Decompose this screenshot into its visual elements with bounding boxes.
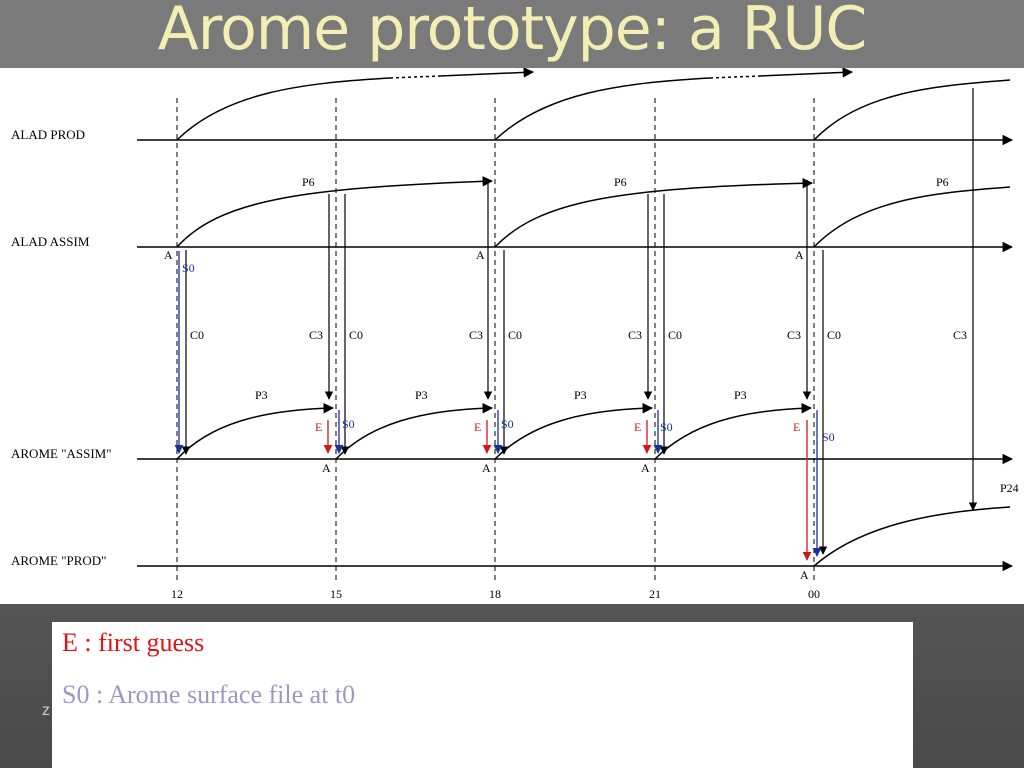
label-a-alad-12: A — [164, 248, 173, 262]
time-label-18: 18 — [489, 587, 501, 601]
alad-prod-forecast-18-dots — [709, 75, 761, 79]
label-p6-18: P6 — [614, 175, 627, 189]
footer-text-fragment: z — [42, 702, 50, 719]
alad-prod-forecast-12 — [176, 77, 391, 141]
alad-prod-forecast-12-dots — [389, 75, 441, 79]
label-s0-18: S0 — [501, 417, 514, 431]
label-c3-p24: C3 — [953, 328, 967, 342]
arome-assim-cycle-12 — [176, 403, 335, 460]
label-p24: P24 — [1000, 481, 1019, 495]
arome-assim-cycle-15 — [335, 403, 494, 460]
label-p3-18: P3 — [574, 388, 587, 402]
arome-prod-forecast-00 — [813, 506, 1011, 567]
label-c0-21: C0 — [668, 328, 682, 342]
arome-assim-cycle-21 — [654, 403, 813, 460]
label-a-arome-15: A — [322, 461, 331, 475]
diagram-canvas: ALAD PROD ALAD ASSIM AROME "ASSIM" AROME… — [0, 67, 1024, 604]
slide-title: Arome prototype: a RUC — [157, 0, 868, 64]
alad-prod-forecast-00 — [813, 79, 1011, 141]
time-label-00: 00 — [808, 587, 820, 601]
alad-prod-forecast-12-tip — [439, 67, 535, 78]
label-p3-12: P3 — [255, 388, 268, 402]
label-p6-00: P6 — [936, 175, 949, 189]
alad-assim-forecast-12 — [176, 176, 494, 248]
label-p6-12: P6 — [302, 175, 315, 189]
label-e-15: E — [315, 420, 322, 434]
alad-prod-forecast-18 — [494, 77, 711, 141]
label-a-prod-00: A — [800, 568, 809, 582]
time-label-15: 15 — [330, 587, 342, 601]
label-c3-21: C3 — [628, 328, 642, 342]
row-label-alad-assim: ALAD ASSIM — [11, 234, 90, 249]
legend-box: E : first guess S0 : Arome surface file … — [52, 622, 913, 768]
legend-surface-file: S0 : Arome surface file at t0 — [62, 680, 356, 709]
legend-first-guess: E : first guess — [62, 628, 205, 657]
label-s0-00: S0 — [822, 430, 835, 444]
label-a-arome-21: A — [641, 461, 650, 475]
label-c0-15: C0 — [349, 328, 363, 342]
label-c3-15: C3 — [309, 328, 323, 342]
label-a-arome-18: A — [482, 461, 491, 475]
label-e-00: E — [793, 420, 800, 434]
label-s0-21: S0 — [660, 420, 673, 434]
label-p3-15: P3 — [415, 388, 428, 402]
label-c0-18: C0 — [508, 328, 522, 342]
label-s0-15: S0 — [342, 417, 355, 431]
arome-assim-cycle-18 — [494, 403, 654, 460]
label-c3-18: C3 — [469, 328, 483, 342]
row-label-arome-assim: AROME "ASSIM" — [11, 446, 112, 461]
label-e-21: E — [634, 420, 641, 434]
label-e-18: E — [474, 420, 481, 434]
label-a-alad-00: A — [795, 248, 804, 262]
time-label-21: 21 — [649, 587, 661, 601]
alad-prod-forecast-18-tip — [759, 67, 854, 78]
row-label-alad-prod: ALAD PROD — [11, 127, 85, 142]
alad-assim-forecast-00 — [813, 186, 1011, 248]
title-bar — [0, 0, 1024, 68]
label-c0-12: C0 — [190, 328, 204, 342]
label-s0-12: S0 — [182, 261, 195, 275]
label-c0-00: C0 — [827, 328, 841, 342]
timeline-diagram: ALAD PROD ALAD ASSIM AROME "ASSIM" AROME… — [11, 67, 1019, 601]
label-p3-21: P3 — [734, 388, 747, 402]
label-a-alad-18: A — [476, 248, 485, 262]
row-label-arome-prod: AROME "PROD" — [11, 553, 107, 568]
alad-assim-forecast-18 — [494, 177, 814, 248]
time-label-12: 12 — [171, 587, 183, 601]
label-c3-00: C3 — [787, 328, 801, 342]
